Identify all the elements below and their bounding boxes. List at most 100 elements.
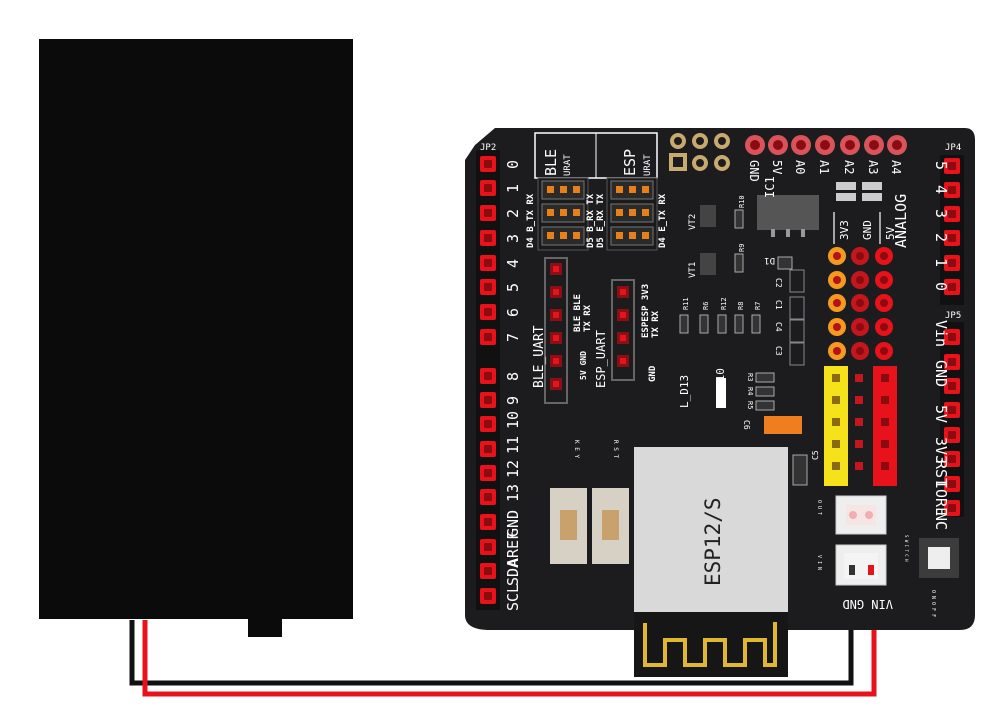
esp-pins-label: ESPESP 3V3: [641, 284, 651, 338]
analog-pin-3: [944, 206, 960, 222]
b-rx-tx: D5 B_RX TX: [586, 193, 596, 248]
top-pin-label: A0: [793, 160, 807, 174]
top-pin-label: A4: [889, 160, 903, 174]
c3-label: C3: [774, 346, 783, 356]
top-pin-5v: [768, 135, 788, 155]
digital-pin-aref: [480, 539, 496, 555]
top-pin-a1: [815, 135, 835, 155]
analog-pin-0: [944, 279, 960, 295]
out-small-label: O U T: [816, 500, 822, 515]
battery-body: [39, 39, 353, 619]
top-pin-label: GND: [747, 160, 761, 182]
top-pin-label: A3: [866, 160, 880, 174]
battery-pack: [39, 39, 353, 637]
top-pin-header: GND 5V A0 A1 A2 A3 A4: [745, 135, 907, 182]
digital-pin-label: 4: [504, 259, 522, 268]
esp-tx-rx-row: D4 E_TX RX: [658, 193, 668, 248]
ic1-label: IC1: [763, 176, 777, 198]
power-pin-rst: [944, 427, 960, 443]
e-rx-tx: D5 E_RX TX: [596, 193, 606, 248]
gnd-5v-label: 5V GND: [579, 351, 588, 380]
3v3-label: 3V3: [838, 220, 851, 240]
battery-switch: [248, 619, 282, 637]
vin-small-label: V I N: [816, 555, 822, 570]
digital-pin-label: 11: [504, 436, 522, 454]
esp-box-sub: URAT: [643, 154, 653, 176]
digital-pin-6: [480, 304, 496, 320]
analog-pin-label: 3: [932, 209, 950, 218]
analog-pin-4: [944, 182, 960, 198]
power-pin-label: RST: [932, 460, 950, 487]
power-pin-iore: [944, 451, 960, 467]
power-switch: [919, 538, 959, 578]
r11-label: R11: [682, 297, 690, 310]
digital-pin-8: [480, 368, 496, 384]
digital-pin-2: [480, 205, 496, 221]
rst-label: R S T: [612, 440, 619, 458]
top-pin-label: 5V: [770, 160, 784, 174]
ble-tx-rx-row: D4 B_TX RX: [526, 193, 536, 248]
power-pin-3v3: [944, 402, 960, 418]
digital-pin-label: 3: [504, 234, 522, 243]
digital-pin-label: 8: [504, 372, 522, 381]
digital-pin-label: SDA: [504, 559, 522, 586]
top-pin-label: A2: [842, 160, 856, 174]
digital-pin-label: 12: [504, 460, 522, 478]
power-connector: [835, 495, 887, 586]
top-pin-a2: [840, 135, 860, 155]
power-pin-label: Vin: [932, 320, 950, 347]
c4-label: C4: [774, 322, 783, 332]
jp2-label: JP2: [480, 143, 496, 153]
digital-pin-label: GND: [504, 510, 522, 537]
digital-pin-1: [480, 180, 496, 196]
digital-pin-label: 7: [504, 333, 522, 342]
analog-pin-2: [944, 230, 960, 246]
digital-pin-label: 10: [504, 411, 522, 429]
top-pin-gnd: [745, 135, 765, 155]
power-pin-label: IORE: [932, 480, 950, 516]
r3-label: R3: [746, 373, 754, 381]
digital-pin-label: 6: [504, 308, 522, 317]
small-components: [679, 182, 882, 486]
power-pin-label: 5V: [932, 405, 950, 423]
analog-pin-label: 5: [932, 161, 950, 170]
digital-pin-label: AREF: [504, 531, 522, 567]
digital-pin-label: 0: [504, 160, 522, 169]
c1-label: C1: [774, 300, 783, 310]
ble-pins-label: BLE BLE: [573, 294, 583, 332]
io-shield-board: JP2 JP4 JP5 012345678910111213GNDAREFSDA…: [465, 128, 975, 677]
top-pin-a0: [791, 135, 811, 155]
digital-pin-11: [480, 441, 496, 457]
analog-pin-5: [944, 158, 960, 174]
r9-label: R9: [738, 244, 746, 252]
top-pin-a3: [864, 135, 884, 155]
antenna-trace: [643, 622, 777, 667]
digital-pin-3: [480, 230, 496, 246]
switch-small-label: S W I T C H: [904, 535, 909, 562]
power-pin-nc: [944, 476, 960, 492]
power-pin-label: 3V3: [932, 437, 950, 464]
red-wire: [142, 575, 877, 697]
digital-pin-0: [480, 156, 496, 172]
digital-pin-label: 5: [504, 283, 522, 292]
gnd-small-label: GND: [648, 365, 658, 382]
r10-top-label: R10: [738, 195, 746, 208]
r10-label: R10: [714, 368, 727, 388]
ble-box-label: BLE: [542, 149, 560, 176]
r7-label: R7: [754, 302, 762, 310]
digital-pin-10: [480, 416, 496, 432]
analog-pin-label: 2: [932, 233, 950, 242]
key-label: K E Y: [573, 440, 580, 458]
gnd-top-label: GND: [861, 220, 874, 240]
ble-uart-label: BLE_UART: [532, 325, 547, 388]
on-off-label: O N O F F: [930, 590, 936, 617]
esp-pins-label-2: TX RX: [651, 310, 661, 338]
power-pin-vin: [944, 329, 960, 345]
buttons: [550, 488, 629, 564]
top-pin-label: A1: [817, 160, 831, 174]
analog-pin-label: 1: [932, 258, 950, 267]
